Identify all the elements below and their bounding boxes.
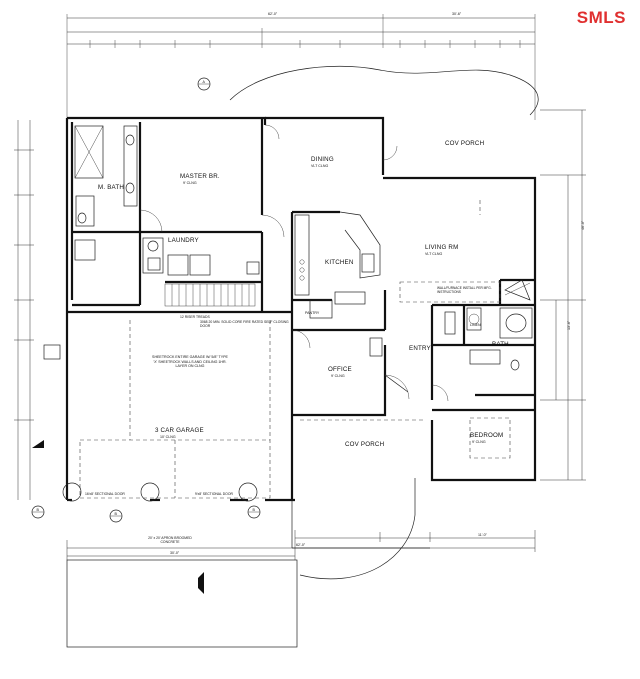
interior-walls [72,122,535,412]
room-laundry: LAUNDRY [168,237,199,244]
laundry-fixtures [142,237,260,276]
ceiling-office: 9' CLNG [331,374,345,378]
room-bedroom: BEDROOM [470,432,503,439]
exterior-walls [65,116,537,502]
dim-right-side-1: 46'-0" [581,220,585,230]
garage-details [32,320,271,502]
dim-right-top: 30'-6" [452,12,462,16]
room-linen: LINEN [470,323,481,327]
room-master-br: MASTER BR. [180,173,220,180]
room-kitchen: KITCHEN [325,259,354,266]
dim-garage-bottom: 30'-0" [170,551,180,555]
office-entry-details [369,337,410,400]
callout-2: B [115,512,118,516]
stair-note: 12 RISER TREADS [180,315,210,319]
room-m-bath: M. BATH [98,184,124,191]
ceiling-living: VLT CLNG [425,252,442,256]
sectional-door-1: 16'x8' SECTIONAL DOOR [85,492,125,496]
callout-3: B [253,508,256,512]
driveway-note: 20' x 20' APRON BROOMED CONCRETE [148,536,192,544]
dim-porch-bottom: 11'-0" [478,533,488,537]
ceiling-garage: 10' CLNG [160,435,176,439]
room-garage: 3 CAR GARAGE [155,427,204,434]
left-dimension-lines [14,120,34,500]
driveway-apron [66,559,298,648]
garage-wall-note: SHEETROCK ENTIRE GARAGE W/ 5/8" TYPE 'X'… [152,355,228,368]
site-lines [229,65,539,580]
kitchen-fixtures [294,211,381,319]
bedroom-closet-outline [469,417,511,459]
dim-overall-bottom: 62'-0" [296,543,306,547]
room-cov-porch-bottom: COV PORCH [345,441,384,448]
master-bath-fixtures [74,125,138,261]
dim-overall-top: 62'-0" [268,12,278,16]
section-callouts: B B B A [31,77,261,523]
smls-watermark: SMLS [576,8,626,27]
stair [164,283,256,307]
ceiling-bedroom: 9' CLNG [472,440,486,444]
room-pantry: PANTRY [305,311,320,315]
wh-note: WALL/FURNACE INSTALL PER MFG. INSTRUCTIO… [437,286,492,294]
north-arrow [32,440,44,448]
dim-right-side-2: 13'-6" [567,320,571,330]
room-entry: ENTRY [409,345,431,352]
ceiling-master: 9' CLNG [183,181,197,185]
sectional-door-2: 9'x8' SECTIONAL DOOR [195,492,233,496]
callout-1: B [37,508,40,512]
room-cov-porch-top: COV PORCH [445,140,484,147]
ceiling-dining: VLT CLNG [311,164,328,168]
callout-4: A [203,80,206,84]
room-bath: BATH [492,341,509,348]
bath-fixtures [444,307,533,371]
fire-door-note: 3068 20 MIN. SOLID CORE FIRE RATED SELF … [200,320,289,328]
right-dimension-lines [540,109,586,481]
living-room-details [399,200,531,303]
top-dimension-lines: 62'-0" 30'-6" [66,12,536,120]
door-swings [139,124,449,402]
room-living: LIVING RM [425,244,458,251]
room-dining: DINING [311,156,334,163]
room-office: OFFICE [328,366,352,373]
